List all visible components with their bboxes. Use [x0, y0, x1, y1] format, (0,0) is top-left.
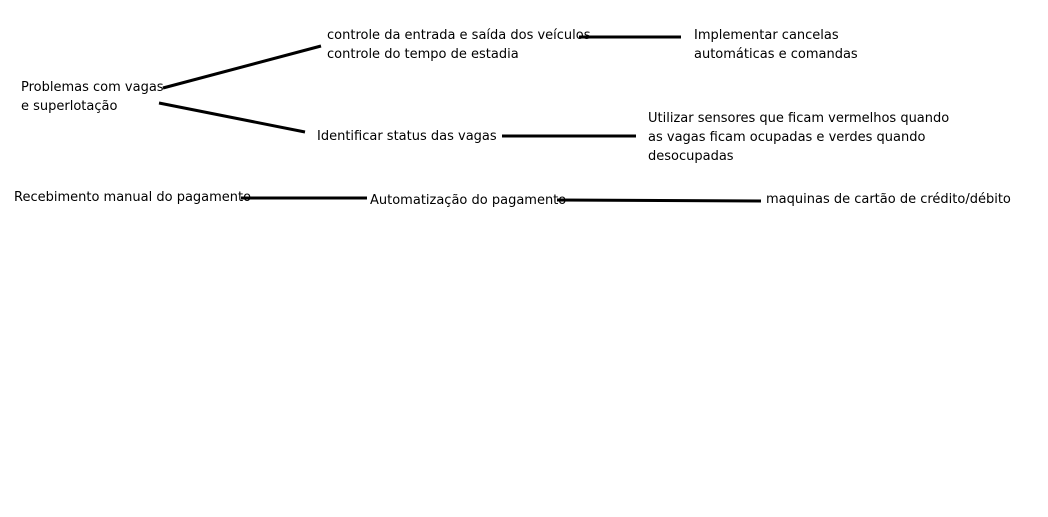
node-line: Automatização do pagamento	[370, 193, 567, 208]
node-problemas-vagas: Problemas com vagas e superlotação	[21, 78, 164, 116]
node-line: as vagas ficam ocupadas e verdes quando	[648, 130, 926, 145]
connector-auto-to-maquinas	[556, 198, 762, 203]
node-automatizacao-pagamento: Automatização do pagamento	[370, 191, 566, 210]
node-maquinas-cartao: maquinas de cartão de crédito/débito	[766, 190, 1011, 209]
node-controle-entrada-saida: controle da entrada e saída dos veículos…	[327, 26, 591, 64]
node-line: Utilizar sensores que ficam vermelhos qu…	[648, 111, 950, 126]
node-line: Implementar cancelas	[694, 28, 839, 43]
node-line: desocupadas	[648, 149, 734, 164]
node-line: Recebimento manual do pagamento	[14, 190, 252, 205]
node-line: automáticas e comandas	[694, 47, 858, 62]
connector-problem-to-status	[158, 101, 306, 134]
node-implementar-cancelas: Implementar cancelas automáticas e coman…	[694, 26, 858, 64]
node-line: Identificar status das vagas	[317, 129, 497, 144]
node-utilizar-sensores: Utilizar sensores que ficam vermelhos qu…	[648, 109, 949, 166]
node-line: maquinas de cartão de crédito/débito	[766, 192, 1011, 207]
node-identificar-status: Identificar status das vagas	[317, 127, 497, 146]
node-line: controle da entrada e saída dos veículos	[327, 28, 591, 43]
connector-problem-to-control	[162, 44, 322, 90]
node-line: controle do tempo de estadia	[327, 47, 519, 62]
node-line: Problemas com vagas	[21, 80, 164, 95]
node-line: e superlotação	[21, 99, 118, 114]
node-recebimento-manual: Recebimento manual do pagamento	[14, 188, 251, 207]
